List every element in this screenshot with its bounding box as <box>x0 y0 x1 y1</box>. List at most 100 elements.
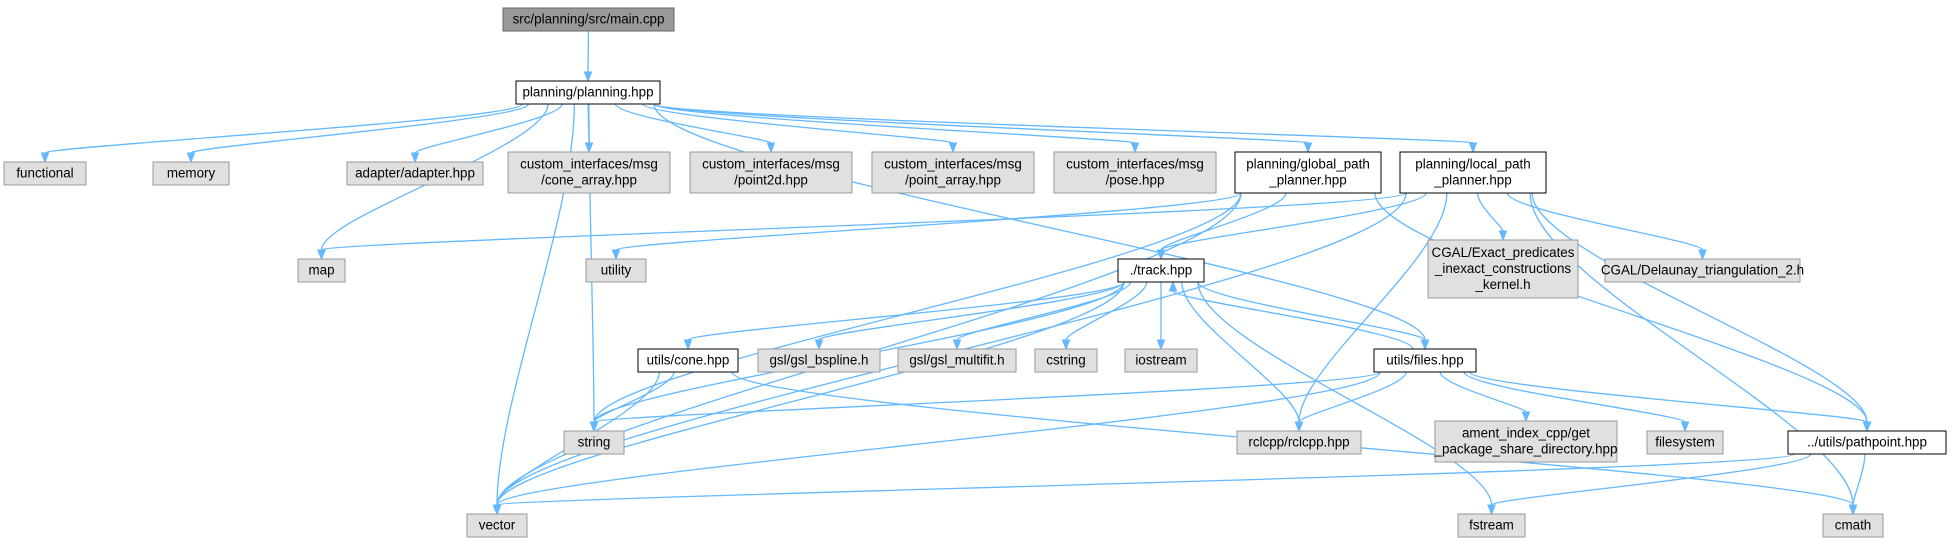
edge-track-to-utils_cone <box>683 281 1125 351</box>
node-box <box>466 513 528 538</box>
edge-planning_hpp-to-global_path <box>653 103 1313 154</box>
node-pose: custom_interfaces/msg/pose.hpp <box>1053 151 1217 194</box>
node-box <box>1822 513 1884 538</box>
node-label: fstream <box>1469 518 1514 533</box>
edge-utils_files-to-pathpoint <box>1469 371 1872 433</box>
node-label: ./track.hpp <box>1130 263 1193 278</box>
node-label: ../utils/pathpoint.hpp <box>1807 435 1927 450</box>
node-box <box>1124 348 1198 373</box>
node-map: map <box>297 258 346 283</box>
node-label: custom_interfaces/msg <box>1066 157 1204 172</box>
node-memory: memory <box>152 161 230 186</box>
node-label: string <box>578 435 611 450</box>
edge-utils_files-to-rclcpp <box>1294 371 1407 433</box>
node-box <box>3 161 87 186</box>
node-main-cpp[interactable]: src/planning/src/main.cpp <box>502 7 675 32</box>
node-label: utils/cone.hpp <box>647 353 730 368</box>
node-box <box>1117 258 1205 283</box>
edge-utils_cone-to-string <box>589 371 675 433</box>
node-box <box>1457 513 1526 538</box>
node-box <box>1034 348 1098 373</box>
node-label: rclcpp/rclcpp.hpp <box>1248 435 1349 450</box>
node-box <box>297 258 346 283</box>
node-cgal-delaunay: CGAL/Delaunay_triangulation_2.h <box>1601 258 1804 283</box>
node-box <box>1604 258 1801 283</box>
edge-planning_hpp-to-adapter <box>410 103 563 164</box>
node-filesystem: filesystem <box>1646 430 1724 455</box>
edge-local_path-to-track <box>1156 192 1427 261</box>
node-cmath: cmath <box>1822 513 1884 538</box>
edge-pathpoint-to-fstream <box>1487 453 1812 516</box>
node-label: _planner.hpp <box>1433 173 1511 188</box>
node-label: functional <box>16 166 73 181</box>
node-vector: vector <box>466 513 528 538</box>
edge-planning_hpp-to-point2d <box>614 103 776 154</box>
node-label: map <box>308 263 334 278</box>
node-label: /pose.hpp <box>1106 173 1165 188</box>
edge-global_path-to-track <box>1156 192 1287 261</box>
node-box <box>1053 151 1217 194</box>
edge-global_path-to-utility <box>611 192 1242 261</box>
edge-track-to-gsl_multifit <box>952 281 1132 351</box>
node-utility: utility <box>585 258 647 283</box>
node-label: planning/global_path <box>1246 157 1370 172</box>
node-box <box>346 161 484 186</box>
node-box <box>1427 239 1579 299</box>
node-label: planning/planning.hpp <box>522 85 653 100</box>
edge-track-to-utils_files <box>1197 281 1430 351</box>
node-label: /point2d.hpp <box>734 173 808 188</box>
node-point2d: custom_interfaces/msg/point2d.hpp <box>689 151 853 194</box>
node-box <box>515 80 661 105</box>
node-string: string <box>563 430 625 455</box>
edge-pathpoint-to-vector <box>492 453 1795 516</box>
node-track[interactable]: ./track.hpp <box>1117 258 1205 283</box>
node-box <box>1399 151 1547 194</box>
node-box <box>1646 430 1724 455</box>
edge-local_path-to-map <box>317 192 1407 261</box>
node-rclcpp: rclcpp/rclcpp.hpp <box>1236 430 1362 455</box>
edge-track-to-fstream <box>1197 281 1496 516</box>
node-box <box>1236 430 1362 455</box>
node-cstring: cstring <box>1034 348 1098 373</box>
edge-local_path-to-cgal_exact <box>1476 192 1508 242</box>
edge-track-to-gsl_bspline <box>814 281 1125 351</box>
edge-track-to-iostream <box>1156 282 1166 351</box>
node-box <box>1234 151 1382 194</box>
node-box <box>871 151 1035 194</box>
node-utils-files[interactable]: utils/files.hpp <box>1373 348 1477 373</box>
node-gsl-multifit: gsl/gsl_multifit.h <box>897 348 1017 373</box>
node-fstream: fstream <box>1457 513 1526 538</box>
node-local-path[interactable]: planning/local_path_planner.hpp <box>1399 151 1547 194</box>
node-label: gsl/gsl_bspline.h <box>769 353 868 368</box>
node-label: src/planning/src/main.cpp <box>513 12 665 27</box>
node-label: planning/local_path <box>1415 157 1530 172</box>
node-utils-cone[interactable]: utils/cone.hpp <box>637 348 739 373</box>
node-label: _planner.hpp <box>1268 173 1346 188</box>
edge-track-to-rclcpp <box>1181 281 1304 433</box>
node-box <box>1373 348 1477 373</box>
node-label: _inexact_constructions <box>1434 261 1572 276</box>
node-label: gsl/gsl_multifit.h <box>909 353 1004 368</box>
node-box <box>689 151 853 194</box>
node-planning-hpp[interactable]: planning/planning.hpp <box>515 80 661 105</box>
node-cone-array: custom_interfaces/msg/cone_array.hpp <box>507 151 671 194</box>
node-global-path[interactable]: planning/global_path_planner.hpp <box>1234 151 1382 194</box>
edge-local_path-to-cgal_delaunay <box>1506 192 1707 261</box>
node-pathpoint[interactable]: ../utils/pathpoint.hpp <box>1787 430 1947 455</box>
node-box <box>897 348 1017 373</box>
node-functional: functional <box>3 161 87 186</box>
edge-planning_hpp-to-local_path <box>653 103 1478 154</box>
node-label: custom_interfaces/msg <box>520 157 658 172</box>
node-label: memory <box>167 166 216 181</box>
edge-planning_hpp-to-utils_files <box>653 103 1430 351</box>
edge-global_path-to-string <box>589 192 1242 433</box>
node-adapter: adapter/adapter.hpp <box>346 161 484 186</box>
node-box <box>563 430 625 455</box>
node-label: adapter/adapter.hpp <box>355 166 475 181</box>
edge-planning_hpp-to-pose <box>653 103 1140 154</box>
node-box <box>507 151 671 194</box>
node-label: custom_interfaces/msg <box>884 157 1022 172</box>
node-label: vector <box>479 518 516 533</box>
node-label: cmath <box>1835 518 1871 533</box>
